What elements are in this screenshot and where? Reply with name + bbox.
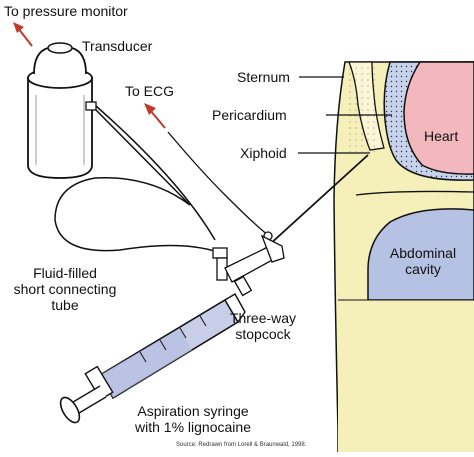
pericardium-label: Pericardium	[212, 107, 287, 123]
fluid-label-line1: Fluid-filled	[33, 265, 97, 281]
syringe-label: Aspiration syringe with 1% lignocaine	[118, 403, 268, 435]
xiphoid-label: Xiphoid	[240, 145, 287, 161]
transducer-line	[95, 105, 216, 241]
lower-body-fill	[338, 300, 474, 452]
diaphragm-line	[355, 190, 474, 196]
transducer-cylinder-icon	[27, 42, 97, 179]
transducer-label: Transducer	[82, 38, 153, 54]
sternum-label: Sternum	[237, 69, 290, 85]
abdominal-cavity-label: Abdominal cavity	[388, 245, 458, 277]
connecting-tube	[54, 109, 219, 253]
stopcock-label-line1: Three-way	[229, 310, 297, 326]
fluid-label-line2: short connecting	[13, 281, 117, 297]
heart-shape	[403, 61, 474, 175]
syringe-label-line1: Aspiration syringe	[137, 403, 249, 419]
abdominal-label-line1: Abdominal	[389, 245, 457, 261]
abdominal-label-line2: cavity	[405, 261, 441, 277]
pressure-monitor-label: To pressure monitor	[4, 3, 128, 19]
fluid-label-line3: tube	[51, 297, 79, 313]
stopcock-label: Three-way stopcock	[218, 310, 308, 342]
sternum-texture	[349, 62, 379, 152]
red-arrow-icon	[144, 103, 166, 129]
heart-label: Heart	[424, 128, 459, 144]
needle-shaft	[257, 154, 369, 256]
abdominal-cavity-shape	[367, 208, 474, 301]
ecg-lead	[167, 131, 269, 236]
red-arrow-icon	[13, 22, 33, 47]
to-ecg-label: To ECG	[125, 83, 175, 99]
source-note: Source: Redrawn from Lorell & Braunwald,…	[176, 442, 307, 448]
three-way-stopcock-icon	[212, 234, 285, 297]
fluid-tube-label: Fluid-filled short connecting tube	[0, 265, 130, 313]
syringe-label-line2: with 1% lignocaine	[135, 419, 251, 435]
stopcock-label-line2: stopcock	[235, 326, 291, 342]
syringe-icon	[59, 293, 246, 424]
